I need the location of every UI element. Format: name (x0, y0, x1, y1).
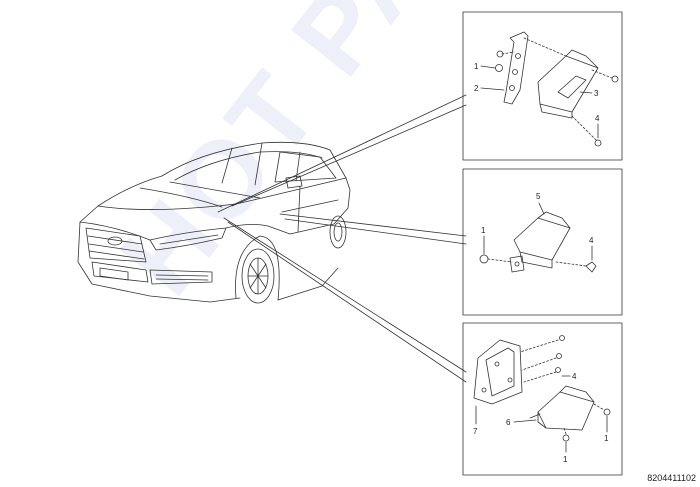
panel-middle-frame (462, 168, 623, 316)
panel-bottom-callouts: 7 6 4 1 1 (473, 372, 609, 464)
callout-3: 3 (594, 89, 599, 98)
panel-top-callouts: 1 2 3 4 (474, 62, 600, 123)
diagram-code: 8204411102 (647, 473, 696, 483)
callout-4: 4 (589, 236, 594, 245)
callout-7: 7 (473, 427, 478, 436)
callout-4: 4 (572, 372, 577, 381)
callout-6: 6 (506, 418, 511, 427)
panel-bottom-frame (462, 322, 623, 476)
callout-1: 1 (474, 62, 479, 71)
callout-1-right: 1 (604, 434, 609, 443)
panel-bottom-parts (473, 335, 611, 453)
panel-middle-callouts: 5 1 4 (481, 192, 594, 245)
panel-middle-parts (479, 202, 597, 273)
panel-top-parts (480, 31, 619, 147)
callout-1: 1 (481, 226, 486, 235)
callout-1-bottom: 1 (563, 455, 568, 464)
callout-4: 4 (595, 114, 600, 123)
car-illustration (77, 141, 351, 304)
callout-2: 2 (474, 84, 479, 93)
leader-lines (217, 94, 467, 383)
callout-5: 5 (536, 192, 541, 201)
panel-top-frame (462, 11, 623, 161)
